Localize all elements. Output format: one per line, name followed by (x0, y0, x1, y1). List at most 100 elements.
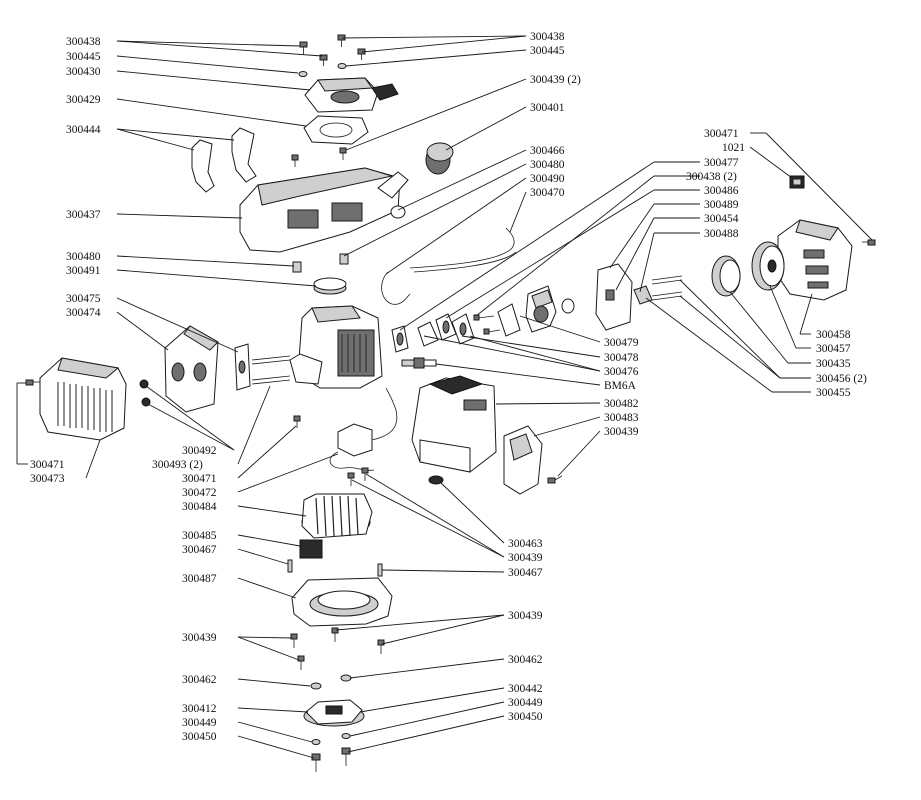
label-300471: 300471 (704, 128, 739, 140)
label-300486: 300486 (704, 185, 739, 197)
carb-bolts (473, 314, 501, 335)
label-300476: 300476 (604, 366, 639, 378)
label-300457: 300457 (816, 343, 851, 355)
shroud-300483 (503, 425, 543, 495)
bolt-300445-left (319, 54, 328, 66)
bracket-300444-right (231, 127, 257, 183)
bolt-icon (291, 154, 299, 167)
carburetor-300479 (525, 285, 575, 333)
bolt-300471-left (25, 379, 40, 386)
bolt-300439-right (547, 475, 563, 484)
part-labels: 300438 300445 300430 300429 300444 30043… (30, 31, 867, 743)
label-1021: 1021 (722, 142, 745, 154)
label-300412: 300412 (182, 703, 217, 715)
label-300449: 300449 (182, 717, 217, 729)
label-300475: 300475 (66, 293, 101, 305)
heat-shield-300473 (39, 357, 127, 441)
label-300466: 300466 (530, 145, 565, 157)
label-300479: 300479 (604, 337, 639, 349)
label-300489: 300489 (704, 199, 739, 211)
label-300449: 300449 (508, 697, 543, 709)
cylinder-block (289, 305, 383, 389)
label-300471: 300471 (30, 459, 65, 471)
label-300445: 300445 (530, 45, 565, 57)
intake-gaskets (391, 303, 521, 353)
label-300493: 300493 (2) (152, 459, 203, 471)
label-300467: 300467 (508, 567, 543, 579)
label-300438: 300438 (530, 31, 565, 43)
bracket-300444-left (191, 139, 215, 193)
starter-pulley-300457 (751, 241, 785, 291)
switch-1021 (789, 175, 805, 189)
bolt-300471-right (862, 239, 876, 246)
washer-300449-left (311, 739, 321, 745)
bolt-300450-right (341, 747, 351, 766)
fan-housing-300482 (411, 375, 497, 473)
muffler-300474 (164, 325, 219, 413)
label-300439: 300439 (508, 552, 543, 564)
label-300478: 300478 (604, 352, 639, 364)
label-300439: 300439 (604, 426, 639, 438)
leader-lines (16, 35, 873, 759)
bolt-300438-right (337, 34, 346, 47)
label-300487: 300487 (182, 573, 217, 585)
rods-300456 (651, 275, 683, 301)
spark-plug-BM6A (401, 357, 437, 369)
washer-300462-right (340, 674, 352, 682)
clutch-300412 (303, 699, 365, 727)
washer-300462-left (310, 682, 322, 690)
bolt-300438-left (299, 41, 308, 55)
bolts-300439-lower (290, 627, 385, 670)
bolt-300450-left (311, 753, 321, 772)
flywheel-300484 (301, 493, 373, 539)
label-300482: 300482 (604, 398, 639, 410)
fuel-tank-300437 (239, 167, 409, 253)
label-300490: 300490 (530, 173, 565, 185)
filter-element-300491 (313, 277, 347, 295)
label-300439: 300439 (182, 632, 217, 644)
label-300462: 300462 (508, 654, 543, 666)
washer-icon (298, 71, 308, 77)
label-300470: 300470 (530, 187, 565, 199)
label-300401: 300401 (530, 102, 565, 114)
air-filter-cover-300430 (304, 77, 399, 113)
label-300439-2: 300439 (2) (530, 74, 581, 86)
fitting-300480 (292, 253, 349, 273)
label-300484: 300484 (182, 501, 217, 513)
label-300471: 300471 (182, 473, 217, 485)
label-300485: 300485 (182, 530, 217, 542)
label-300463: 300463 (508, 538, 543, 550)
label-300477: 300477 (704, 157, 739, 169)
label-300462: 300462 (182, 674, 217, 686)
bolt-300439-top (339, 147, 347, 160)
label-300442: 300442 (508, 683, 543, 695)
label-300445: 300445 (66, 51, 101, 63)
label-300454: 300454 (704, 213, 739, 225)
label-300480: 300480 (66, 251, 101, 263)
label-300456-2: 300456 (2) (816, 373, 867, 385)
label-300474: 300474 (66, 307, 101, 319)
ignition-coil-300472 (329, 387, 398, 471)
label-300439: 300439 (508, 610, 543, 622)
label-300455: 300455 (816, 387, 851, 399)
label-BM6A: BM6A (604, 380, 637, 392)
label-300491: 300491 (66, 265, 101, 277)
grommet-300463 (428, 475, 444, 485)
fuel-cap-300401 (390, 142, 454, 219)
gasket-300429 (303, 115, 369, 145)
label-300488: 300488 (704, 228, 739, 240)
label-300438-2: 300438 (2) (686, 171, 737, 183)
pin-300467-left (287, 559, 293, 573)
bolt-300471-center (293, 415, 301, 428)
label-300473: 300473 (30, 473, 65, 485)
spring-300435 (711, 255, 741, 297)
label-300450: 300450 (182, 731, 217, 743)
recoil-starter-300458 (777, 219, 853, 301)
muffler-bolts-300493 (251, 355, 291, 385)
label-300444: 300444 (66, 124, 101, 136)
label-300438: 300438 (66, 36, 101, 48)
label-300467: 300467 (182, 544, 217, 556)
gasket-hole-icon (319, 122, 353, 138)
fuel-line-300466 (381, 271, 411, 305)
